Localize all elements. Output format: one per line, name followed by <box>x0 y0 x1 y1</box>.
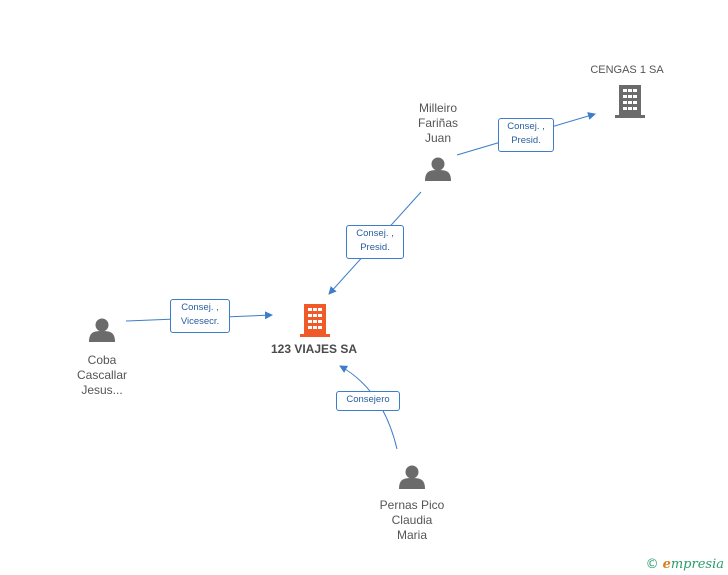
relation-line: Consej. , <box>507 121 545 132</box>
person-name-pernas[interactable]: Pernas Pico Claudia Maria <box>362 498 462 543</box>
relation-label-coba-main[interactable]: Consej. , Vicesecr. <box>170 299 230 333</box>
building-icon-main-company[interactable] <box>300 304 330 337</box>
empresia-logo: ©empresia <box>646 557 724 572</box>
relation-line: Vicesecr. <box>180 316 220 327</box>
person-icon-coba[interactable] <box>89 318 115 343</box>
relation-line: Presid. <box>360 242 390 253</box>
copyright-symbol: © <box>645 557 659 572</box>
person-name-line: Pernas Pico <box>379 498 445 512</box>
relation-line: Consej. , <box>356 228 394 239</box>
person-name-line: Fariñas <box>417 116 458 130</box>
person-icon-milleiro[interactable] <box>425 157 451 182</box>
relation-label-milleiro-cengas[interactable]: Consej. , Presid. <box>498 118 554 152</box>
brand-text: mpresia <box>670 557 724 572</box>
relation-line: Consejero <box>346 394 390 405</box>
person-name-line: Cascallar <box>76 368 127 382</box>
person-name-line: Juan <box>424 131 452 145</box>
relation-label-milleiro-main[interactable]: Consej. , Presid. <box>346 225 404 259</box>
person-name-line: Jesus... <box>81 383 123 397</box>
relation-line: Consej. , <box>181 302 219 313</box>
brand-initial: e <box>662 557 671 572</box>
company-name-cengas[interactable]: CENGAS 1 SA <box>590 64 664 76</box>
person-name-line: Milleiro <box>418 101 457 115</box>
person-icon-pernas[interactable] <box>399 465 425 490</box>
building-icon-cengas[interactable] <box>615 85 645 118</box>
person-name-line: Maria <box>396 528 427 542</box>
person-name-milleiro[interactable]: Milleiro Fariñas Juan <box>396 101 480 146</box>
relation-line: Presid. <box>511 135 541 146</box>
person-name-line: Claudia <box>391 513 433 527</box>
person-name-coba[interactable]: Coba Cascallar Jesus... <box>60 353 144 398</box>
person-name-line: Coba <box>87 353 117 367</box>
relation-label-pernas-main[interactable]: Consejero <box>336 391 400 411</box>
company-name-main[interactable]: 123 VIAJES SA <box>270 342 358 356</box>
